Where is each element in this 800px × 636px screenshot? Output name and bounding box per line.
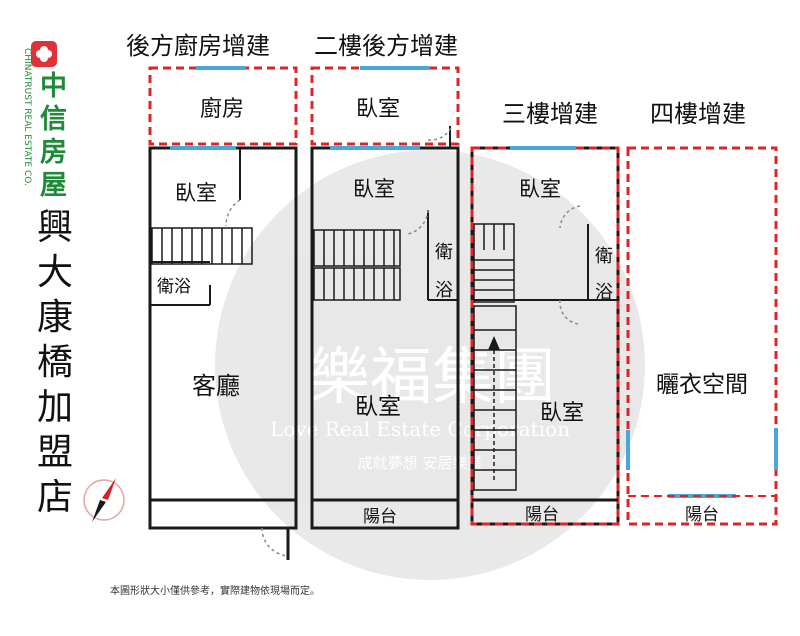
floor-2-stair [313,229,401,301]
room-f1-bath: 衛浴 [157,277,191,297]
footnote: 本圖形狀大小僅供參考，實際建物依現場而定。 [110,586,320,597]
room-f1-bedroom: 臥室 [175,181,217,205]
door-swing [225,199,241,227]
stair-f2-upper [313,229,401,267]
logo-name-en: CHINATRUST REAL ESTATE CO. [22,48,32,186]
room-f2-bath-bottom: 浴 [435,280,453,301]
floor-3-stair [473,223,517,491]
store-name: 興 大 康 橋 加 盟 店 [30,205,80,520]
watermark-en: Love Real Estate Corporation [270,417,570,441]
store-name-char: 康 [36,297,73,338]
room-f4-drying: 曬衣空間 [656,372,748,398]
store-name-char: 大 [36,252,73,293]
stair-arrow-icon [488,336,500,350]
logo: 中信房屋 CHINATRUST REAL ESTATE CO. [10,36,110,201]
store-name-char: 橋 [36,342,73,383]
door-swing [559,205,581,229]
stair-f2-lower [313,267,401,301]
f4-addition-border [626,146,778,526]
room-f1-living: 客廳 [192,372,240,400]
room-f2-bath-top: 衛 [435,242,453,263]
room-f4-balcony: 陽台 [685,505,719,525]
logo-name-cn: 中信房屋 [40,71,68,201]
logo-mark-icon [31,41,57,67]
room-f3-bath-bottom: 浴 [595,282,613,303]
room-labels: 廚房 臥室 衛浴 客廳 臥室 臥室 衛 浴 臥室 陽台 臥室 衛 浴 臥室 陽台… [157,97,748,527]
watermark-slogan: 成就夢想 安居樂業 [358,454,483,472]
door-swing [407,209,429,235]
store-name-char: 店 [36,477,73,518]
stair-f3-long [473,305,517,491]
watermark-brand: 樂福集團 [308,340,556,413]
door-swing [261,527,289,557]
store-name-char: 加 [36,387,73,428]
room-f3-bath-top: 衛 [595,246,613,267]
floor-header-f2: 二樓後方增建 [314,32,458,60]
floor-headers: 後方廚房增建 二樓後方增建 三樓增建 四樓增建 [126,32,746,128]
room-f2-main-bedroom: 臥室 [355,394,401,420]
compass-icon [83,478,125,522]
room-f3-balcony: 陽台 [525,505,559,525]
floor-header-f4: 四樓增建 [650,100,746,128]
room-f3-main-bedroom: 臥室 [540,401,584,426]
door-swing [427,125,453,141]
watermark-disc [215,150,645,580]
room-kitchen: 廚房 [200,97,244,122]
store-name-char: 盟 [36,432,73,473]
watermark: 樂福集團 Love Real Estate Corporation 成就夢想 安… [215,150,645,580]
room-f2-back-bedroom: 臥室 [356,97,400,122]
store-name-char: 興 [36,207,73,248]
room-f3-bedroom: 臥室 [519,177,561,201]
floor-1-stair [151,227,253,265]
floor-header-kitchen: 後方廚房增建 [126,32,270,60]
room-f2-bedroom: 臥室 [353,177,395,201]
room-f2-balcony: 陽台 [363,507,397,527]
floor-header-f3: 三樓增建 [502,100,598,128]
